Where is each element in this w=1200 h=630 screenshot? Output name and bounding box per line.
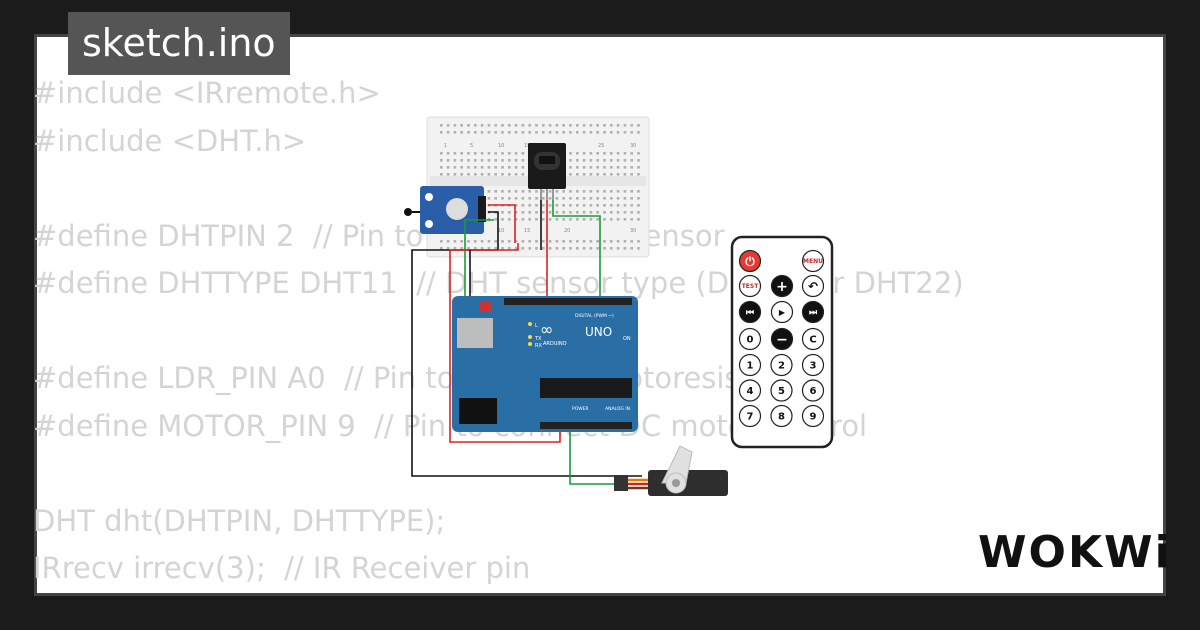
back-button[interactable]: ↶ (801, 274, 825, 298)
ir-remote[interactable]: ⏻ MENU TEST + ↶ ⏮ ▶ ⏭ 0 − C 1 2 3 4 5 6 7 8 9 (730, 235, 834, 449)
minus-button[interactable]: − (770, 327, 794, 351)
svg-text:⏮: ⏮ (746, 308, 754, 318)
sensor-module[interactable] (404, 186, 486, 234)
plus-button[interactable]: + (770, 274, 794, 298)
digit-9-button[interactable]: 9 (801, 404, 825, 428)
svg-text:7: 7 (747, 412, 754, 423)
reset-button[interactable] (480, 301, 492, 311)
svg-text:4: 4 (747, 386, 754, 397)
svg-text:▶: ▶ (779, 308, 786, 317)
bb-col-label: 10 (498, 143, 504, 149)
svg-text:9: 9 (810, 412, 817, 423)
svg-text:C: C (809, 335, 816, 346)
digit-4-button[interactable]: 4 (738, 379, 762, 402)
bb-col-label: 1 (444, 143, 447, 149)
clear-button[interactable]: C (801, 327, 825, 351)
led-label-tx: TX (534, 336, 542, 342)
bb-col-label: 15 (524, 143, 530, 149)
svg-text:+: + (776, 279, 788, 295)
play-button[interactable]: ▶ (770, 300, 794, 324)
digital-pins-label: DIGITAL (PWM ~) (575, 313, 614, 319)
on-led-label: ON (623, 336, 631, 342)
digit-6-button[interactable]: 6 (801, 379, 825, 402)
bb-col-label: 30 (630, 228, 636, 234)
led-label-l: L (535, 323, 538, 329)
code-line: IRrecv irrecv(3); // IR Receiver pin (33, 551, 531, 585)
menu-button[interactable]: MENU (801, 249, 825, 273)
led-label-rx: RX (535, 343, 542, 349)
ir-receiver[interactable] (528, 143, 566, 200)
infinity-logo: ∞ (540, 320, 553, 339)
test-button[interactable]: TEST (738, 274, 762, 298)
svg-text:6: 6 (810, 386, 817, 397)
bb-col-label: 30 (630, 143, 636, 149)
next-button[interactable]: ⏭ (801, 300, 825, 324)
bb-col-label: 20 (564, 228, 570, 234)
wokwi-logo: WOKWi (978, 527, 1172, 578)
usb-port (457, 318, 493, 348)
code-editor-background: #include <IRremote.h> #include <DHT.h> #de… (33, 70, 964, 593)
analog-pins-label: ANALOG IN (605, 406, 630, 412)
code-line: #include <IRremote.h> (33, 76, 381, 110)
code-line: #include <DHT.h> (33, 123, 307, 158)
svg-text:1: 1 (747, 361, 754, 372)
svg-text:0: 0 (747, 335, 754, 346)
bb-col-label: 15 (524, 228, 530, 234)
svg-text:⏻: ⏻ (745, 254, 755, 268)
code-line: #define DHTTYPE DHT11 // DHT sensor type… (33, 266, 964, 300)
bb-col-label: 5 (470, 143, 473, 149)
servo-motor[interactable] (614, 445, 728, 496)
digit-7-button[interactable]: 7 (738, 404, 762, 428)
power-pins-label: POWER (572, 406, 589, 412)
digit-3-button[interactable]: 3 (801, 353, 825, 377)
bb-col-label: 25 (598, 143, 604, 149)
power-button[interactable]: ⏻ (738, 249, 762, 273)
svg-text:3: 3 (810, 361, 817, 372)
svg-text:−: − (776, 332, 788, 348)
bb-col-label: 10 (498, 228, 504, 234)
svg-text:TEST: TEST (742, 283, 760, 290)
digit-5-button[interactable]: 5 (770, 379, 793, 402)
svg-text:MENU: MENU (803, 258, 823, 265)
power-jack (459, 398, 497, 424)
digit-1-button[interactable]: 1 (738, 353, 762, 377)
digit-0-button[interactable]: 0 (738, 327, 762, 351)
code-line: DHT dht(DHTPIN, DHTTYPE); (33, 503, 446, 538)
arduino-uno-board[interactable]: ∞ UNO ARDUINO DIGITAL (PWM ~) POWER ANAL… (452, 296, 638, 432)
svg-text:↶: ↶ (808, 279, 818, 293)
svg-text:5: 5 (778, 386, 785, 397)
board-model-label: UNO (585, 325, 612, 339)
svg-text:8: 8 (778, 412, 785, 423)
svg-text:⏭: ⏭ (809, 308, 818, 318)
svg-text:2: 2 (778, 361, 785, 372)
digit-2-button[interactable]: 2 (770, 353, 793, 377)
file-tab-title[interactable]: sketch.ino (68, 12, 290, 75)
board-brand-label: ARDUINO (543, 341, 567, 347)
microcontroller-chip (540, 378, 632, 398)
digit-8-button[interactable]: 8 (770, 404, 793, 428)
prev-button[interactable]: ⏮ (738, 300, 762, 324)
